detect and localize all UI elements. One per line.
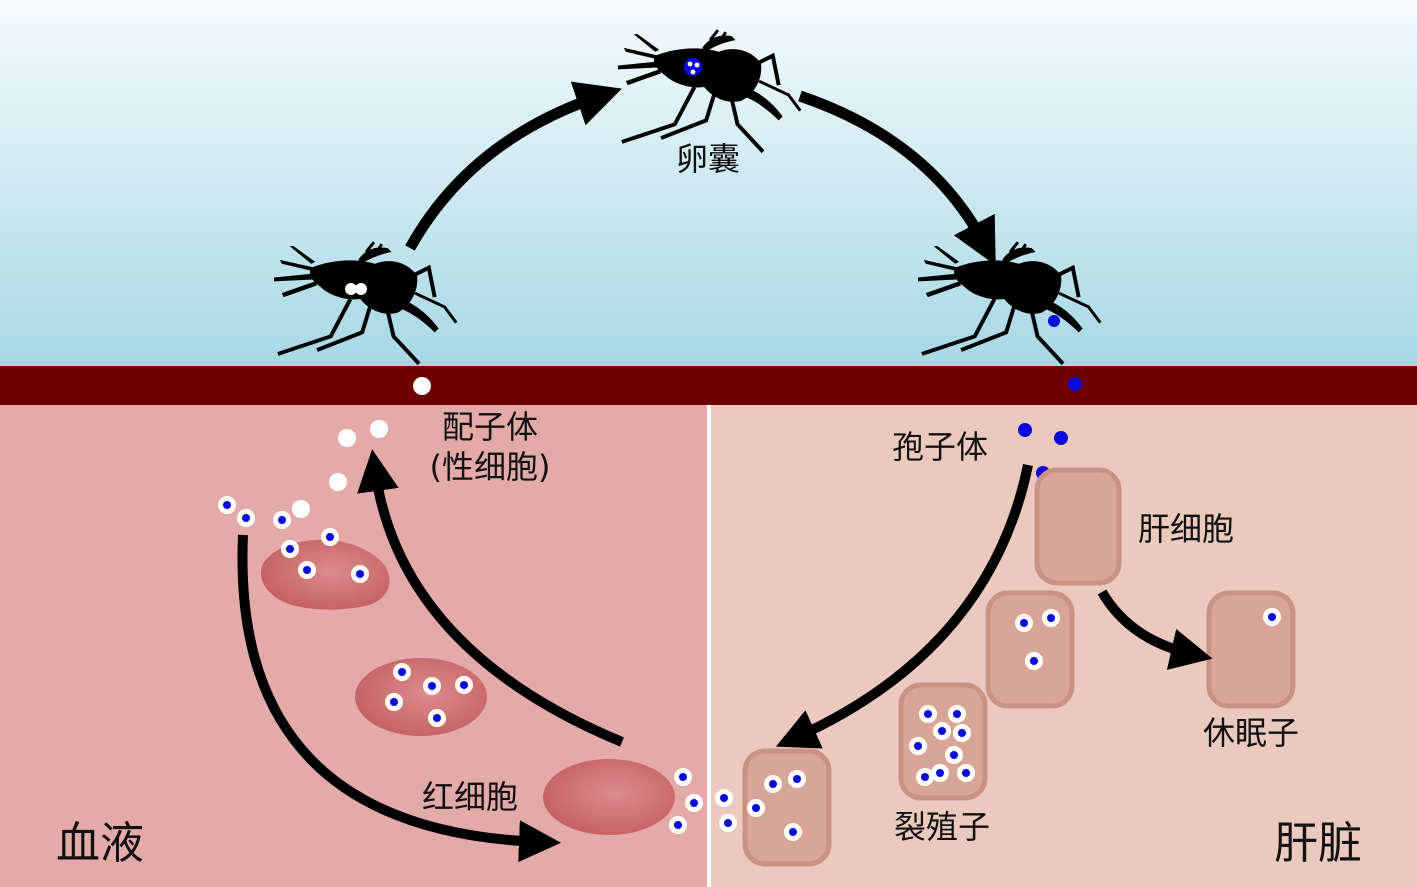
arrow-to-hypnozoite xyxy=(1097,589,1213,670)
merozoite-dot-icon xyxy=(428,709,446,727)
merozoite-dot-icon xyxy=(1042,609,1060,627)
hepatocyte xyxy=(1034,467,1122,586)
label-hepatocyte: 肝细胞 xyxy=(1138,510,1234,548)
rbc-healthy xyxy=(543,759,675,835)
hypnozoite-dot-icon xyxy=(1263,608,1281,626)
arrow-gametocyte-to-oocyst xyxy=(405,81,622,251)
merozoite-group-liver xyxy=(715,608,1281,841)
merozoite-dot-icon xyxy=(237,509,255,527)
gametocyte-dot-icon xyxy=(338,429,356,447)
arrow-rbc-to-gametocyte xyxy=(357,449,624,747)
merozoite-dot-icon xyxy=(933,722,951,740)
merozoite-dot-icon xyxy=(669,816,687,834)
merozoite-dot-icon xyxy=(273,511,291,529)
merozoite-dot-icon xyxy=(351,565,369,583)
hypnozoite-hepatocyte xyxy=(1206,590,1296,709)
merozoite-dot-icon xyxy=(747,799,765,817)
merozoite-dot-icon xyxy=(784,823,802,841)
merozoite-dot-icon xyxy=(919,705,937,723)
arrow-sporozoite-to-liver xyxy=(775,463,1033,749)
sporozoite-dot-icon xyxy=(1054,431,1068,445)
sporozoite-dot-icon xyxy=(1018,423,1032,437)
label-blood: 血液 xyxy=(56,818,144,869)
merozoite-dot-icon xyxy=(931,764,949,782)
arrow-merozoite-to-rbc xyxy=(237,534,561,863)
merozoite-dot-icon xyxy=(957,764,975,782)
merozoite-dot-icon xyxy=(916,768,934,786)
gametocyte-dot-icon xyxy=(292,500,310,518)
merozoite-dot-icon xyxy=(719,814,737,832)
merozoite-dot-icon xyxy=(455,676,473,694)
merozoite-dot-icon xyxy=(1025,652,1043,670)
merozoite-dot-icon xyxy=(1015,614,1033,632)
label-oocyst: 卵囊 xyxy=(676,140,740,178)
label-schizont: 裂殖子 xyxy=(894,808,990,846)
merozoite-dot-icon xyxy=(945,746,963,764)
merozoite-dot-icon xyxy=(788,770,806,788)
merozoite-dot-icon xyxy=(385,693,403,711)
merozoite-dot-icon xyxy=(393,663,411,681)
label-sporozoite: 孢子体 xyxy=(892,428,988,466)
label-gametocyte: 配子体 xyxy=(442,408,538,446)
merozoite-dot-icon xyxy=(715,789,733,807)
gametocyte-dot-icon xyxy=(355,283,367,295)
merozoite-dot-icon xyxy=(218,496,236,514)
merozoite-dot-icon xyxy=(948,705,966,723)
merozoite-dot-icon xyxy=(674,768,692,786)
merozoite-dot-icon xyxy=(321,528,339,546)
skin-band xyxy=(0,366,1417,405)
merozoite-dot-icon xyxy=(764,775,782,793)
merozoite-dot-icon xyxy=(298,561,316,579)
merozoite-dot-icon xyxy=(685,794,703,812)
label-hypnozoite: 休眠子 xyxy=(1203,714,1299,752)
mosquito-icon xyxy=(272,240,459,366)
sporozoite-dot-icon xyxy=(1048,315,1060,327)
gametocyte-dot-icon xyxy=(370,420,388,438)
merozoite-dot-icon xyxy=(281,540,299,558)
gametocyte-dot-icon xyxy=(345,283,357,295)
gametocyte-dot-icon xyxy=(329,473,347,491)
hepatocyte-infected xyxy=(985,590,1075,709)
mosquito-icon xyxy=(616,28,803,154)
label-liver: 肝脏 xyxy=(1274,818,1362,869)
gametocyte-dot-icon xyxy=(413,377,431,395)
merozoite-dot-icon xyxy=(909,737,927,755)
merozoite-dot-icon xyxy=(423,677,441,695)
merozoite-group-blood xyxy=(218,496,703,834)
rbc-infected xyxy=(355,658,487,736)
arrow-oocyst-to-sporozoite xyxy=(798,90,996,266)
sporozoite-dot-icon xyxy=(1068,377,1082,391)
merozoite-dot-icon xyxy=(953,724,971,742)
mosquito-icon xyxy=(916,240,1103,366)
label-rbc: 红细胞 xyxy=(422,778,518,816)
label-gametocyte-sub: (性细胞) xyxy=(430,448,551,486)
